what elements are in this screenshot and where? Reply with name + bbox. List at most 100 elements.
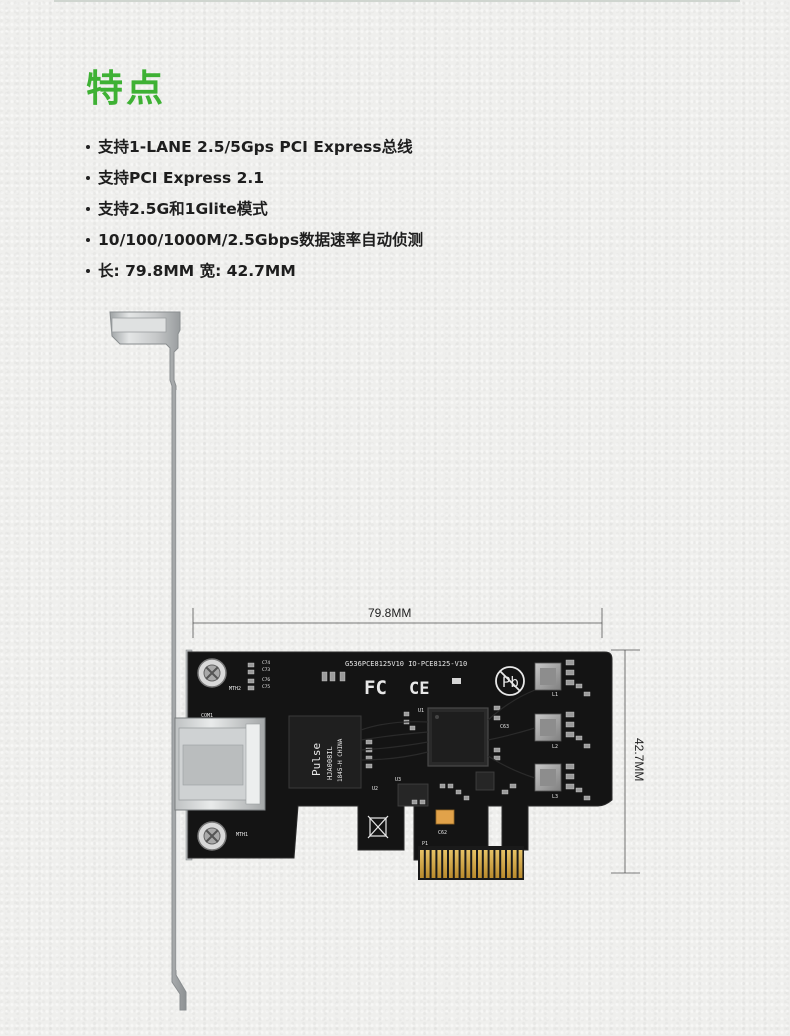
c76-label: C76 [262, 677, 270, 683]
transformer-brand: Pulse [310, 743, 323, 776]
u2-label: U2 [372, 786, 378, 792]
smd-part [583, 743, 591, 749]
lead-free-icon: Pb [495, 666, 525, 696]
feature-text: 10/100/1000M/2.5Gbps数据速率自动侦测 [98, 231, 424, 249]
smd-part [565, 679, 575, 686]
gold-finger [437, 850, 442, 878]
gold-finger [483, 850, 488, 878]
gold-finger [449, 850, 453, 878]
gold-finger [425, 850, 430, 878]
gold-finger [501, 850, 505, 878]
smd-part [365, 763, 373, 769]
inductor-2 [534, 713, 562, 742]
smd-part [411, 799, 418, 805]
width-dimension: 42.7MM [611, 649, 646, 874]
l3-label: L3 [552, 794, 558, 800]
board-model-text: G536PCE8125V10 IO-PCE8125-V10 [345, 660, 467, 668]
gold-finger [460, 850, 465, 878]
l2-label: L2 [552, 744, 558, 750]
inductor-3 [534, 763, 562, 792]
bullet-icon [86, 268, 90, 273]
transformer-code: 1845-H CHINA [337, 738, 344, 782]
u3-label: U3 [395, 777, 401, 783]
feature-item: 支持2.5G和1Glite模式 [86, 196, 423, 227]
smd-part [403, 711, 410, 717]
smd-part [565, 669, 575, 676]
smd-part [329, 671, 336, 682]
length-dimension: 79.8MM [192, 606, 603, 638]
smd-part [509, 783, 517, 789]
pb-mark: Pb [502, 675, 519, 691]
bullet-icon [86, 237, 90, 242]
mth2-label: MTH2 [229, 686, 241, 692]
smd-part [455, 789, 462, 795]
smd-part [419, 799, 426, 805]
gold-finger [472, 850, 476, 878]
gold-finger [495, 850, 500, 878]
feature-item: 10/100/1000M/2.5Gbps数据速率自动侦测 [86, 227, 423, 258]
feature-text: 长: 79.8MM 宽: 42.7MM [98, 262, 296, 280]
pcb-board: G536PCE8125V10 IO-PCE8125-V10 COM1 MTH1 … [174, 651, 613, 880]
pcb-traces [360, 689, 536, 779]
smd-part [247, 678, 255, 684]
c63-label: C63 [500, 724, 509, 730]
gold-finger [466, 850, 471, 878]
c62-label: C62 [438, 830, 447, 836]
mth1-label: MTH1 [236, 832, 248, 838]
smd-part [575, 683, 583, 689]
feature-item: 支持1-LANE 2.5/5Gps PCI Express总线 [86, 134, 423, 165]
smd-part [565, 721, 575, 728]
smd-part [493, 715, 501, 721]
com1-label: COM1 [201, 713, 213, 719]
recycle-bin-icon [367, 815, 389, 839]
smd-part [493, 747, 501, 753]
smd-part [565, 783, 575, 790]
c74-label: C74 [262, 660, 270, 666]
gold-finger [489, 850, 494, 878]
gold-finger [431, 850, 436, 878]
feature-item: 支持PCI Express 2.1 [86, 165, 423, 196]
section-title: 特点 [86, 67, 166, 110]
smd-part [365, 739, 373, 745]
u1-label: U1 [418, 708, 424, 714]
screw-bottom [197, 821, 227, 851]
bullet-icon [86, 144, 90, 149]
smd-part [565, 731, 575, 738]
smd-part [565, 711, 575, 718]
bullet-icon [86, 206, 90, 211]
gold-finger [420, 850, 424, 878]
smd-part [439, 783, 446, 789]
tantalum-capacitor [435, 809, 455, 825]
smd-part [247, 662, 255, 668]
smd-part [321, 671, 328, 682]
c75-label: C75 [262, 684, 270, 690]
smd-part [493, 755, 501, 761]
top-divider [54, 0, 740, 2]
width-label: 42.7MM [632, 738, 646, 781]
feature-text: 支持2.5G和1Glite模式 [98, 200, 268, 218]
smd-part [463, 795, 470, 801]
smd-part [247, 685, 255, 691]
screw-top [197, 658, 227, 688]
gold-finger [454, 850, 459, 878]
smd-part [565, 773, 575, 780]
smd-part [575, 735, 583, 741]
smd-part [583, 795, 591, 801]
feature-text: 支持PCI Express 2.1 [98, 169, 265, 187]
length-label: 79.8MM [368, 606, 411, 620]
pcie-gold-fingers [418, 846, 524, 880]
feature-item: 长: 79.8MM 宽: 42.7MM [86, 258, 423, 289]
smd-part [339, 671, 346, 682]
ethernet-controller-chip [427, 707, 489, 767]
smd-part [565, 659, 575, 666]
mounting-bracket [109, 311, 193, 1011]
gold-finger [518, 850, 523, 878]
gold-finger [478, 850, 482, 878]
fcc-mark: FC [364, 677, 387, 699]
smd-part [247, 669, 255, 675]
c73-label: C73 [262, 667, 270, 673]
transformer-part: HJA008IL [326, 746, 334, 780]
gold-finger [512, 850, 517, 878]
